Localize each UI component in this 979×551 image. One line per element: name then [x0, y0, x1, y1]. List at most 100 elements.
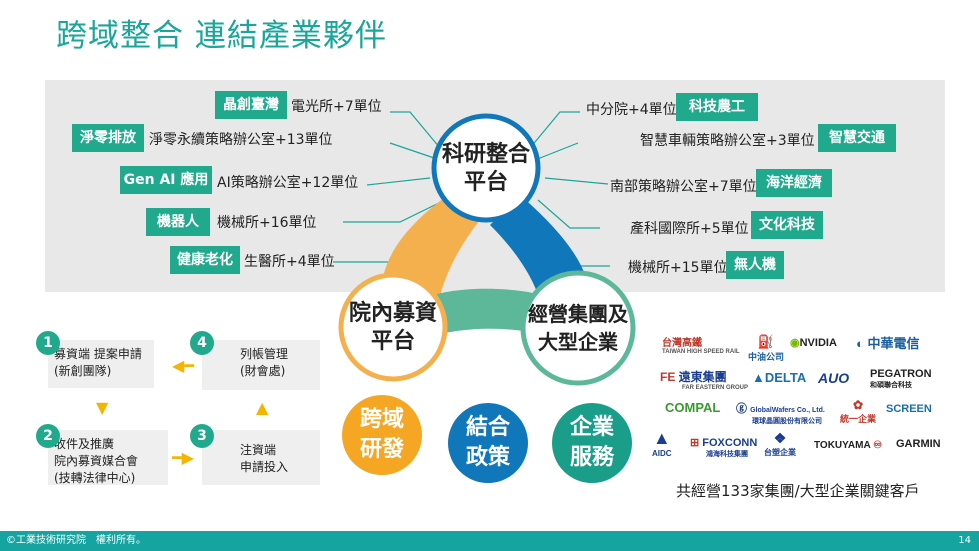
connector-line	[544, 177, 609, 185]
foxconn-logo: ⊞ FOXCONN 鴻海科技集團	[690, 437, 758, 458]
far-eastern-logo-text: 遠東集團	[678, 370, 727, 384]
enterprise-label-line2: 大型企業	[538, 330, 618, 354]
unit-label: 電光所+7單位	[291, 99, 382, 115]
fundraising-label: 院內募資 平台	[341, 300, 445, 356]
globalwafers-logo: ⓖ GlobalWafers Co., Ltd. 環球晶圓股份有限公司	[736, 403, 825, 425]
step-number-1: 1	[36, 331, 60, 355]
circle-policy: 結合 政策	[448, 403, 528, 483]
formosa-logo-text: 台塑企業	[764, 448, 796, 457]
circle-policy-line1: 結合	[465, 415, 510, 440]
unit-label: 機械所+15單位	[628, 260, 728, 276]
nvidia-logo-text: NVIDIA	[799, 337, 837, 349]
step-4-line1: 列帳管理	[240, 347, 289, 361]
step-3-box: 注資端 申請投入	[202, 430, 320, 485]
step-1-line2: (新創團隊)	[54, 364, 112, 378]
circle-policy-line2: 政策	[465, 445, 510, 470]
thsr-logo-text: 台灣高鐵	[662, 338, 702, 349]
circle-enterprise: 企業 服務	[552, 403, 632, 483]
arrow-up-icon: ▲	[256, 398, 269, 417]
tag-healthy-aging: 健康老化	[170, 246, 240, 274]
cht-logo-text: 中華電信	[867, 336, 920, 351]
hub-circle	[431, 113, 541, 223]
tag-genai: Gen AI 應用	[120, 166, 212, 194]
arrow-right-icon: ━▶	[172, 448, 194, 467]
tag-ocean-economy: 海洋經濟	[756, 169, 832, 197]
tag-agri-tech: 科技農工	[676, 93, 758, 121]
connector-line	[534, 142, 579, 161]
footer-bar: ©工業技術研究院 權利所有。 14	[0, 531, 979, 551]
tokuyama-logo-text: TOKUYAMA	[814, 440, 871, 451]
formosa-logo: ❖ 台塑企業	[764, 430, 796, 457]
nvidia-logo: ◉NVIDIA	[790, 337, 837, 349]
step-1-line1: 募資端 提案申請	[54, 347, 142, 361]
unit-label: 淨零永續策略辦公室+13單位	[149, 132, 333, 148]
step-2-box: 收件及推廣 院內募資媒合會 (技轉法律中心)	[48, 430, 168, 485]
uni-president-logo: ✿ 統一企業	[840, 398, 877, 424]
auo-logo: AUO	[818, 370, 850, 386]
pegatron-logo: PEGATRON 和碩聯合科技	[870, 368, 932, 390]
step-number-3: 3	[190, 424, 214, 448]
unit-label: 機械所+16單位	[217, 215, 317, 231]
far-eastern-logo: FE 遠東集團 FAR EASTERN GROUP	[660, 370, 749, 391]
unit-label: 南部策略辦公室+7單位	[610, 179, 757, 195]
arrow-left-icon: ◀━	[172, 356, 194, 375]
page-number: 14	[958, 535, 971, 546]
connector-line	[529, 111, 580, 149]
uni-president-logo-text: 統一企業	[840, 414, 877, 424]
copyright-text: ©工業技術研究院 權利所有。	[6, 535, 146, 546]
foxconn-logo-text: FOXCONN	[702, 437, 758, 449]
step-2-line2: 院內募資媒合會	[54, 454, 139, 468]
circle-cross-domain: 跨域 研發	[342, 395, 422, 475]
cpc-logo: ⛽ 中油公司	[748, 334, 785, 362]
step-3-line2: 申請投入	[240, 460, 289, 474]
circle-cross-domain-line1: 跨域	[359, 407, 404, 432]
step-1-box: 募資端 提案申請 (新創團隊)	[48, 340, 154, 388]
delta-logo: ▲DELTA	[752, 370, 807, 385]
foxconn-logo-subtext: 鴻海科技集團	[706, 451, 748, 458]
enterprise-label-line1: 經營集團及	[528, 302, 628, 326]
screen-logo: SCREEN	[886, 403, 932, 415]
fundraising-label-line2: 平台	[370, 329, 415, 354]
compal-logo: COMPAL	[665, 400, 721, 415]
enterprise-label: 經營集團及 大型企業	[520, 300, 636, 356]
cht-logo: ◐ 中華電信	[856, 336, 920, 351]
unit-label: 產科國際所+5單位	[630, 221, 749, 237]
unit-label: 智慧車輛策略辦公室+3單位	[640, 133, 815, 149]
arrow-down-icon: ▼	[96, 398, 109, 417]
delta-logo-text: DELTA	[764, 370, 807, 385]
unit-label: 中分院+4單位	[586, 102, 677, 118]
globalwafers-logo-subtext: 環球晶圓股份有限公司	[752, 418, 822, 425]
connector-line	[537, 199, 600, 229]
hub-label-line2: 平台	[463, 170, 508, 195]
tag-culture-tech: 文化科技	[751, 211, 823, 239]
circle-cross-domain-line2: 研發	[359, 437, 404, 462]
unit-label: AI策略辦公室+12單位	[217, 175, 359, 191]
enterprise-circle	[520, 270, 636, 386]
hub-label: 科研整合 平台	[434, 141, 538, 197]
pegatron-logo-text: PEGATRON	[870, 368, 932, 380]
connector-line	[343, 199, 446, 223]
thsr-logo-subtext: TAIWAN HIGH SPEED RAIL	[662, 349, 740, 355]
unit-label: 生醫所+4單位	[244, 254, 335, 270]
circle-enterprise-line1: 企業	[569, 415, 614, 440]
hub-label-line1: 科研整合	[441, 142, 530, 167]
step-2-line1: 收件及推廣	[54, 437, 115, 451]
thsr-logo: 台灣高鐵 TAIWAN HIGH SPEED RAIL	[662, 334, 740, 355]
circle-enterprise-line2: 服務	[569, 445, 614, 470]
step-3-line1: 注資端	[240, 443, 277, 457]
tag-robot: 機器人	[146, 208, 210, 236]
connector-line	[389, 142, 441, 161]
tokuyama-logo: TOKUYAMA ♾	[814, 440, 883, 451]
step-number-2: 2	[36, 424, 60, 448]
pegatron-logo-subtext: 和碩聯合科技	[870, 382, 912, 389]
tag-drone: 無人機	[726, 251, 784, 279]
fundraising-label-line1: 院內募資	[348, 301, 437, 326]
step-4-line2: (財會處)	[240, 364, 286, 378]
tag-chip-taiwan: 晶創臺灣	[215, 91, 287, 119]
fundraising-circle	[338, 272, 448, 382]
connector-line	[390, 111, 441, 149]
step-number-4: 4	[190, 331, 214, 355]
cpc-logo-text: 中油公司	[748, 352, 785, 362]
aidc-logo-text: AIDC	[652, 449, 672, 458]
